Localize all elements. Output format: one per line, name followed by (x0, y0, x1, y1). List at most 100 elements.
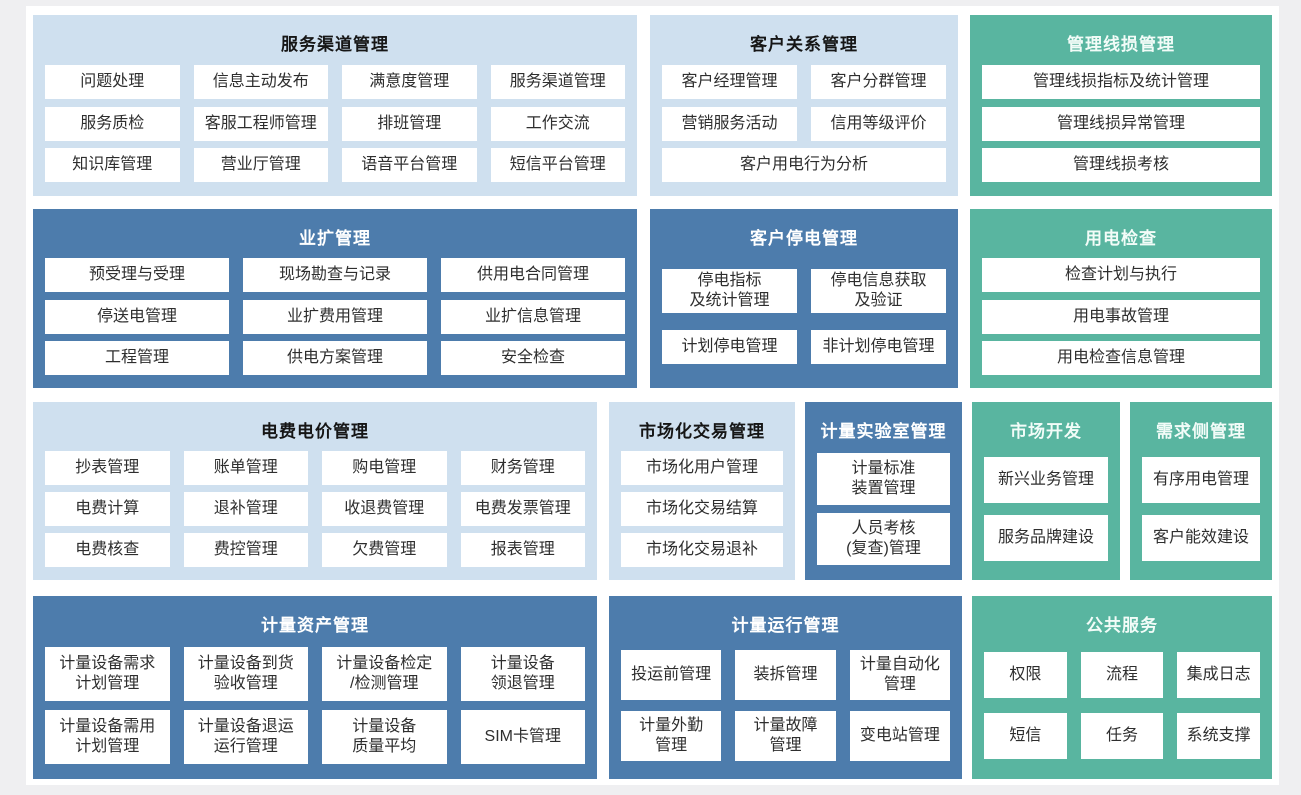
block-grid-public-services: 权限流程集成日志短信任务系统支撑 (972, 638, 1272, 779)
block-grid-tariff: 抄表管理账单管理购电管理财务管理电费计算退补管理收退费管理电费发票管理电费核查费… (33, 444, 597, 580)
module-item: 服务渠道管理 (490, 64, 625, 99)
block-title-metering-operation: 计量运行管理 (731, 615, 840, 635)
block-grid-metering-operation: 投运前管理装拆管理计量自动化 管理计量外勤 管理计量故障 管理变电站管理 (609, 638, 962, 779)
module-item: 电费核查 (45, 533, 170, 567)
module-item: 市场化交易退补 (621, 533, 783, 567)
module-item: 客户能效建设 (1142, 515, 1260, 562)
module-item: 供电方案管理 (243, 340, 427, 375)
module-item: 装拆管理 (735, 649, 836, 700)
block-market-trading: 市场化交易管理市场化用户管理市场化交易结算市场化交易退补 (609, 402, 795, 580)
module-item: 账单管理 (183, 451, 308, 485)
module-item: 客户经理管理 (662, 64, 797, 99)
module-item: 电费发票管理 (460, 492, 585, 526)
module-item: 短信平台管理 (490, 148, 625, 183)
block-grid-service-channel: 问题处理信息主动发布满意度管理服务渠道管理服务质检客服工程师管理排班管理工作交流… (33, 57, 637, 196)
module-item: 业扩费用管理 (243, 299, 427, 334)
module-item: 检查计划与执行 (982, 258, 1260, 293)
module-item: 收退费管理 (322, 492, 447, 526)
block-metering-lab: 计量实验室管理计量标准 装置管理人员考核 (复查)管理 (805, 402, 962, 580)
module-item: 权限 (984, 652, 1067, 699)
module-item: 用电检查信息管理 (982, 340, 1260, 375)
module-item: 营销服务活动 (662, 106, 797, 141)
module-item: 投运前管理 (621, 649, 722, 700)
module-item: 变电站管理 (849, 711, 950, 762)
block-title-business-expansion: 业扩管理 (299, 228, 371, 248)
block-service-channel: 服务渠道管理问题处理信息主动发布满意度管理服务渠道管理服务质检客服工程师管理排班… (33, 15, 637, 196)
module-item: 计量设备 领退管理 (460, 647, 585, 701)
module-item: 计量设备 质量平均 (322, 710, 447, 764)
module-item: 工程管理 (45, 340, 229, 375)
module-item: 集成日志 (1177, 652, 1260, 699)
module-item: 停送电管理 (45, 299, 229, 334)
block-title-line-loss: 管理线损管理 (1067, 34, 1175, 54)
module-item: 市场化交易结算 (621, 492, 783, 526)
module-item: 财务管理 (460, 451, 585, 485)
module-item: 服务质检 (45, 106, 180, 141)
module-item: 新兴业务管理 (984, 456, 1108, 503)
module-item: 短信 (984, 712, 1067, 759)
module-item: 计划停电管理 (662, 330, 797, 365)
module-item: 停电指标 及统计管理 (662, 268, 797, 313)
module-item: 停电信息获取 及验证 (811, 268, 946, 313)
module-item: 信用等级评价 (811, 106, 946, 141)
module-item: 服务品牌建设 (984, 515, 1108, 562)
module-item: 知识库管理 (45, 148, 180, 183)
module-item: 计量设备退运 运行管理 (183, 710, 308, 764)
block-grid-market-development: 新兴业务管理服务品牌建设 (972, 444, 1120, 580)
module-item: 营业厅管理 (193, 148, 328, 183)
module-item: 系统支撑 (1177, 712, 1260, 759)
block-grid-demand-side: 有序用电管理客户能效建设 (1130, 444, 1272, 580)
block-title-metering-assets: 计量资产管理 (261, 615, 369, 635)
block-grid-business-expansion: 预受理与受理现场勘查与记录供用电合同管理停送电管理业扩费用管理业扩信息管理工程管… (33, 251, 637, 388)
module-item: 业扩信息管理 (441, 299, 625, 334)
module-item: 计量标准 装置管理 (817, 452, 950, 505)
module-item: 客户分群管理 (811, 64, 946, 99)
block-title-public-services: 公共服务 (1086, 615, 1158, 635)
block-market-development: 市场开发新兴业务管理服务品牌建设 (972, 402, 1120, 580)
block-title-market-development: 市场开发 (1010, 421, 1082, 441)
module-item: 计量自动化 管理 (849, 649, 950, 700)
module-item: 满意度管理 (342, 64, 477, 99)
module-item: 客户用电行为分析 (662, 148, 946, 183)
block-title-service-channel: 服务渠道管理 (281, 34, 389, 54)
block-title-market-trading: 市场化交易管理 (639, 421, 765, 441)
module-item: 用电事故管理 (982, 299, 1260, 334)
module-item: 计量设备到货 验收管理 (183, 647, 308, 701)
module-item: 预受理与受理 (45, 258, 229, 293)
module-item: 电费计算 (45, 492, 170, 526)
module-item: 信息主动发布 (193, 64, 328, 99)
block-title-customer-outage: 客户停电管理 (750, 228, 858, 248)
module-item: 费控管理 (183, 533, 308, 567)
block-title-customer-relationship: 客户关系管理 (750, 34, 858, 54)
module-item: 计量外勤 管理 (621, 711, 722, 762)
block-grid-customer-relationship: 客户经理管理客户分群管理营销服务活动信用等级评价客户用电行为分析 (650, 57, 958, 196)
module-item: 计量设备检定 /检测管理 (322, 647, 447, 701)
module-item: 客服工程师管理 (193, 106, 328, 141)
block-business-expansion: 业扩管理预受理与受理现场勘查与记录供用电合同管理停送电管理业扩费用管理业扩信息管… (33, 209, 637, 388)
block-title-demand-side: 需求侧管理 (1156, 421, 1246, 441)
block-grid-market-trading: 市场化用户管理市场化交易结算市场化交易退补 (609, 444, 795, 580)
block-demand-side: 需求侧管理有序用电管理客户能效建设 (1130, 402, 1272, 580)
module-item: 抄表管理 (45, 451, 170, 485)
module-item: 流程 (1080, 652, 1164, 699)
block-line-loss: 管理线损管理管理线损指标及统计管理管理线损异常管理管理线损考核 (970, 15, 1272, 196)
module-item: 供用电合同管理 (441, 258, 625, 293)
module-item: 报表管理 (460, 533, 585, 567)
block-title-power-inspection: 用电检查 (1085, 228, 1157, 248)
block-grid-line-loss: 管理线损指标及统计管理管理线损异常管理管理线损考核 (970, 57, 1272, 196)
module-item: 非计划停电管理 (811, 330, 946, 365)
block-tariff: 电费电价管理抄表管理账单管理购电管理财务管理电费计算退补管理收退费管理电费发票管… (33, 402, 597, 580)
module-item: 排班管理 (342, 106, 477, 141)
block-grid-metering-lab: 计量标准 装置管理人员考核 (复查)管理 (805, 444, 962, 580)
module-item: 语音平台管理 (342, 148, 477, 183)
module-item: 市场化用户管理 (621, 451, 783, 485)
module-item: 工作交流 (490, 106, 625, 141)
block-title-tariff: 电费电价管理 (261, 421, 369, 441)
block-customer-relationship: 客户关系管理客户经理管理客户分群管理营销服务活动信用等级评价客户用电行为分析 (650, 15, 958, 196)
block-public-services: 公共服务权限流程集成日志短信任务系统支撑 (972, 596, 1272, 779)
block-power-inspection: 用电检查检查计划与执行用电事故管理用电检查信息管理 (970, 209, 1272, 388)
module-item: 管理线损异常管理 (982, 106, 1260, 141)
module-item: SIM卡管理 (460, 710, 585, 764)
block-metering-assets: 计量资产管理计量设备需求 计划管理计量设备到货 验收管理计量设备检定 /检测管理… (33, 596, 597, 779)
